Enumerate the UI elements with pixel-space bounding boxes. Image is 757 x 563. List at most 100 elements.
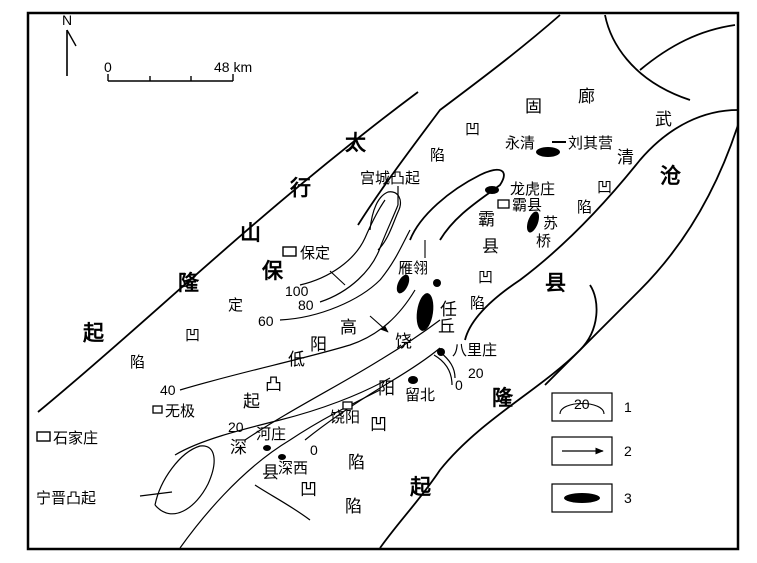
region-shenxian-1: 深: [230, 438, 247, 458]
region-baoding-1: 保: [261, 258, 284, 283]
region-raoyang-2: 阳: [378, 379, 395, 399]
cangxian-east-line: [544, 124, 739, 386]
contour-label-20-east: 20: [468, 365, 484, 381]
region-baoding-2: 定: [228, 296, 243, 314]
oilfield-renqiu: [416, 293, 434, 331]
place-baoding: 保定: [300, 244, 330, 262]
oilfield-renqiu-small: [433, 279, 441, 287]
place-suqiao-1: 苏: [543, 214, 558, 232]
region-gaoyang-5: 起: [243, 392, 260, 412]
northeast-corner-line: [639, 24, 736, 71]
place-liuqiying: 刘其营: [568, 134, 613, 152]
baxian-marker: [497, 199, 510, 209]
raoyang-marker: [342, 401, 353, 410]
north-arrow: [66, 29, 77, 76]
taihang-boundary-line: [37, 91, 419, 413]
region-gaoyang-1: 高: [340, 318, 357, 338]
scale-start: 0: [104, 59, 112, 75]
region-raoyang-3: 凹: [370, 415, 387, 435]
legend-box-1: [551, 392, 613, 422]
legend-contour-sample: [559, 403, 605, 415]
legend-oilfield-sample: [564, 493, 600, 503]
oilfield-suqiao: [526, 211, 540, 233]
contour-label-20-west: 20: [228, 419, 244, 435]
region-gaoyang-4: 凸: [265, 375, 282, 395]
contour-40: [179, 289, 416, 391]
region-taihang-3: 山: [240, 220, 261, 245]
place-hezhuang: 河庄: [256, 425, 286, 443]
scale-bar: [107, 74, 234, 82]
contour-label-100: 100: [285, 283, 309, 299]
region-wuqing-3: 凹: [597, 178, 612, 196]
ningjin-leader: [139, 491, 173, 497]
contour-0-east: [433, 354, 453, 386]
legend-box-3: [551, 483, 613, 513]
wuji-marker: [152, 405, 163, 414]
contour-label-60: 60: [258, 313, 274, 329]
contour-100: [299, 199, 386, 286]
region-langgu-1: 廊: [578, 87, 595, 107]
contour-label-0-east: 0: [455, 377, 463, 393]
region-wuqing-1: 武: [655, 110, 672, 130]
contour-0: [304, 347, 441, 441]
region-cangxian-4: 起: [409, 474, 432, 499]
region-langgu-4: 陷: [430, 146, 445, 164]
contour-80: [319, 204, 399, 303]
legend-box-2: [551, 436, 613, 466]
region-taihang-1: 太: [345, 130, 367, 155]
oilfield-hezhuang: [263, 445, 271, 451]
raoyang-arrow: [369, 315, 389, 333]
oilfield-yanling: [396, 274, 410, 294]
region-langgu-3: 凹: [465, 120, 480, 138]
scale-end: 48 km: [214, 59, 252, 75]
region-wuqing-2: 清: [617, 148, 634, 168]
place-raoyang: 饶阳: [330, 408, 360, 426]
region-gaoyang-3: 低: [288, 350, 305, 370]
region-wuqing-4: 陷: [577, 198, 592, 216]
place-liubei: 留北: [405, 386, 435, 404]
oilfield-balizhuang: [437, 348, 445, 356]
region-raoyang-1: 饶: [395, 332, 412, 352]
legend-label-2: 2: [624, 443, 632, 459]
legend-label-1: 1: [624, 399, 632, 415]
region-baxian-1: 霸: [478, 210, 495, 230]
contour-label-40: 40: [160, 382, 176, 398]
baoding-contour-leader: [329, 270, 346, 286]
region-shenxian-3: 凹: [300, 480, 317, 500]
region-taihang-2: 行: [289, 175, 311, 200]
legend-label-3: 3: [624, 490, 632, 506]
shenxian-boundary: [174, 377, 391, 456]
oilfield-longhuzhuang: [485, 186, 499, 194]
place-balizhuang: 八里庄: [452, 341, 497, 359]
oilfield-yongqing: [536, 147, 560, 157]
langgu-west-boundary: [357, 14, 561, 226]
legend: [551, 392, 613, 513]
ningjin-uplift-outline: [154, 445, 215, 515]
northeast-boundary: [604, 14, 691, 101]
place-shenxi: 深西: [278, 459, 308, 477]
region-baxian-2: 县: [482, 237, 499, 257]
place-longhuzhuang: 龙虎庄: [510, 180, 555, 198]
region-taihang-5: 起: [82, 320, 105, 345]
map-frame: [26, 11, 740, 551]
region-cangxian-1: 沧: [660, 163, 681, 188]
gongcheng-uplift-label: 宫城凸起: [360, 169, 420, 187]
region-langgu-2: 固: [525, 97, 542, 117]
place-renqiu-1: 任: [440, 300, 457, 320]
contour-label-80: 80: [298, 297, 314, 313]
oilfield-shenxi: [278, 454, 286, 460]
inner-loop-langgu: [409, 168, 505, 241]
gongcheng-uplift-outline: [369, 191, 401, 251]
place-shijiazhuang: 石家庄: [53, 429, 98, 447]
contour-label-0-south: 0: [310, 442, 318, 458]
raoyang-east-boundary: [379, 284, 598, 549]
north-label: N: [62, 12, 72, 28]
place-renqiu-2: 丘: [438, 317, 455, 337]
region-gaoyang-2: 阳: [310, 335, 327, 355]
ningjin-uplift-label: 宁晋凸起: [36, 489, 96, 507]
cangxian-uplift-outline: [464, 109, 739, 341]
oilfield-liubei: [408, 376, 418, 384]
shijiazhuang-marker: [36, 431, 51, 442]
place-baxian: 霸县: [512, 196, 542, 214]
